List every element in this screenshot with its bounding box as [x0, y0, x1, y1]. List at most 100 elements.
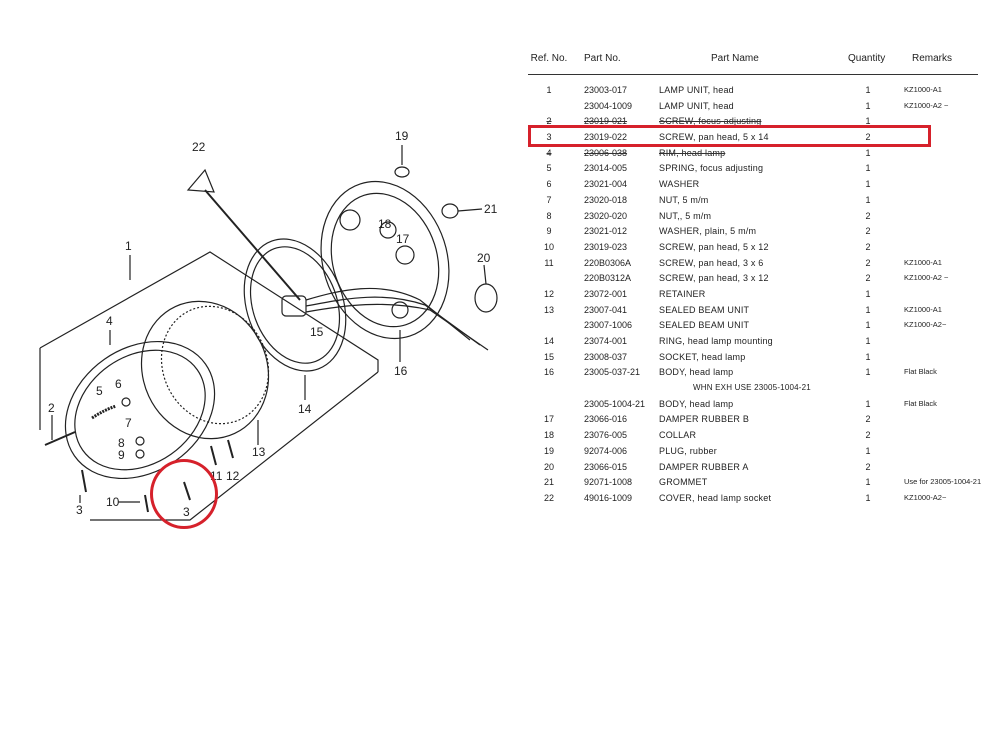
cell-qty: 2 — [865, 226, 871, 237]
cell-qty: 1 — [865, 445, 871, 456]
sealed-beam-unit-part — [140, 300, 270, 440]
cell-name: RIM, head lamp — [659, 147, 726, 158]
header-remarks: Remarks — [912, 53, 953, 64]
cell-name: BODY, head lamp — [659, 398, 734, 409]
cell-ref: 18 — [543, 430, 554, 441]
socket-wire-1 — [305, 287, 471, 341]
cell-ref: 19 — [543, 445, 554, 456]
label-9: 9 — [118, 448, 125, 462]
diagram-frame — [39, 251, 379, 372]
cell-qty: 1 — [865, 367, 871, 378]
cell-name: SEALED BEAM UNIT — [659, 320, 750, 331]
cell-qty: 1 — [865, 179, 871, 190]
cell-remarks: KZ1000-A2 ~ — [904, 273, 949, 283]
cell-part: 23076-005 — [584, 430, 628, 441]
cell-ref: 11 — [544, 257, 554, 268]
cell-name: COLLAR — [659, 430, 697, 441]
cell-qty: 1 — [865, 304, 871, 315]
parts-table: Ref. No. Part No. Part Name Quantity Rem… — [528, 48, 982, 507]
cell-qty: 1 — [865, 320, 871, 331]
cell-part: 23019-021 — [584, 116, 628, 127]
cell-ref: 14 — [543, 336, 554, 346]
cell-name: SCREW, pan head, 3 x 12 — [659, 273, 769, 284]
cell-name: SCREW, pan head, 5 x 14 — [659, 132, 769, 143]
cell-part: 23019-023 — [584, 241, 628, 252]
leader-20 — [483, 264, 487, 285]
label-5: 5 — [96, 384, 103, 398]
washer-plain-part — [135, 449, 145, 459]
cover-wire — [204, 189, 301, 301]
washer-part — [121, 397, 131, 407]
body-hole-right — [395, 245, 415, 265]
cell-qty: 1 — [865, 398, 871, 409]
cell-qty: 1 — [865, 351, 871, 362]
sealed-beam-lens — [160, 305, 270, 425]
label-2: 2 — [48, 401, 55, 415]
cell-remarks: KZ1000-A2 ~ — [904, 100, 949, 110]
cover-socket-part — [186, 168, 215, 193]
highlight-row-box — [528, 125, 931, 147]
cell-ref: 7 — [546, 194, 552, 205]
cell-part: 23005-1004-21 — [584, 398, 646, 409]
lamp-body-part — [320, 180, 450, 340]
cell-part: 23020-018 — [584, 194, 628, 205]
cell-remarks: KZ1000-A1 — [904, 85, 942, 94]
cell-qty: 1 — [865, 147, 871, 158]
cell-name: DAMPER RUBBER A — [659, 461, 749, 472]
cell-ref: 5 — [546, 163, 552, 174]
cell-ref: 9 — [546, 226, 552, 237]
cell-qty: 1 — [865, 100, 871, 111]
cell-qty: 2 — [865, 414, 871, 425]
cell-name: NUT,, 5 m/m — [659, 210, 712, 221]
cell-part: 23007-041 — [584, 304, 628, 315]
cell-part: 23014-005 — [584, 163, 628, 174]
label-7: 7 — [125, 416, 132, 430]
label-22: 22 — [192, 140, 206, 154]
cell-name: SOCKET, head lamp — [659, 351, 746, 362]
label-18: 18 — [378, 217, 392, 231]
label-16: 16 — [394, 364, 408, 378]
cell-part: 23066-016 — [584, 414, 628, 425]
cell-part: 23020-020 — [584, 210, 628, 221]
cell-remarks: KZ1000-A1 — [904, 257, 942, 267]
cell-name: SCREW, focus adjusting — [659, 116, 762, 127]
cell-qty: 2 — [865, 273, 871, 284]
cell-remarks: Use for 23005-1004-21 — [904, 477, 982, 487]
cell-name: NUT, 5 m/m — [659, 194, 709, 205]
cell-ref: 2 — [546, 116, 552, 127]
cell-ref: 13 — [543, 304, 554, 315]
cell-name: LAMP UNIT, head — [659, 100, 734, 111]
cell-part: 23021-012 — [584, 226, 628, 237]
body-hole-left — [339, 209, 361, 231]
lamp-body-inner — [330, 192, 440, 328]
label-15: 15 — [310, 325, 324, 339]
cell-name: SCREW, pan head, 5 x 12 — [659, 241, 769, 252]
cell-part: 23021-004 — [584, 179, 628, 190]
cell-ref: 21 — [543, 477, 554, 488]
label-10: 10 — [106, 495, 120, 509]
cell-ref: 6 — [546, 179, 552, 190]
pan-screw-left-part — [81, 469, 87, 493]
cell-part: 92074-006 — [584, 445, 628, 456]
label-8: 8 — [118, 436, 125, 450]
cell-qty: 1 — [865, 85, 871, 95]
retainer-part — [227, 439, 234, 459]
cell-name: RETAINER — [659, 288, 706, 299]
